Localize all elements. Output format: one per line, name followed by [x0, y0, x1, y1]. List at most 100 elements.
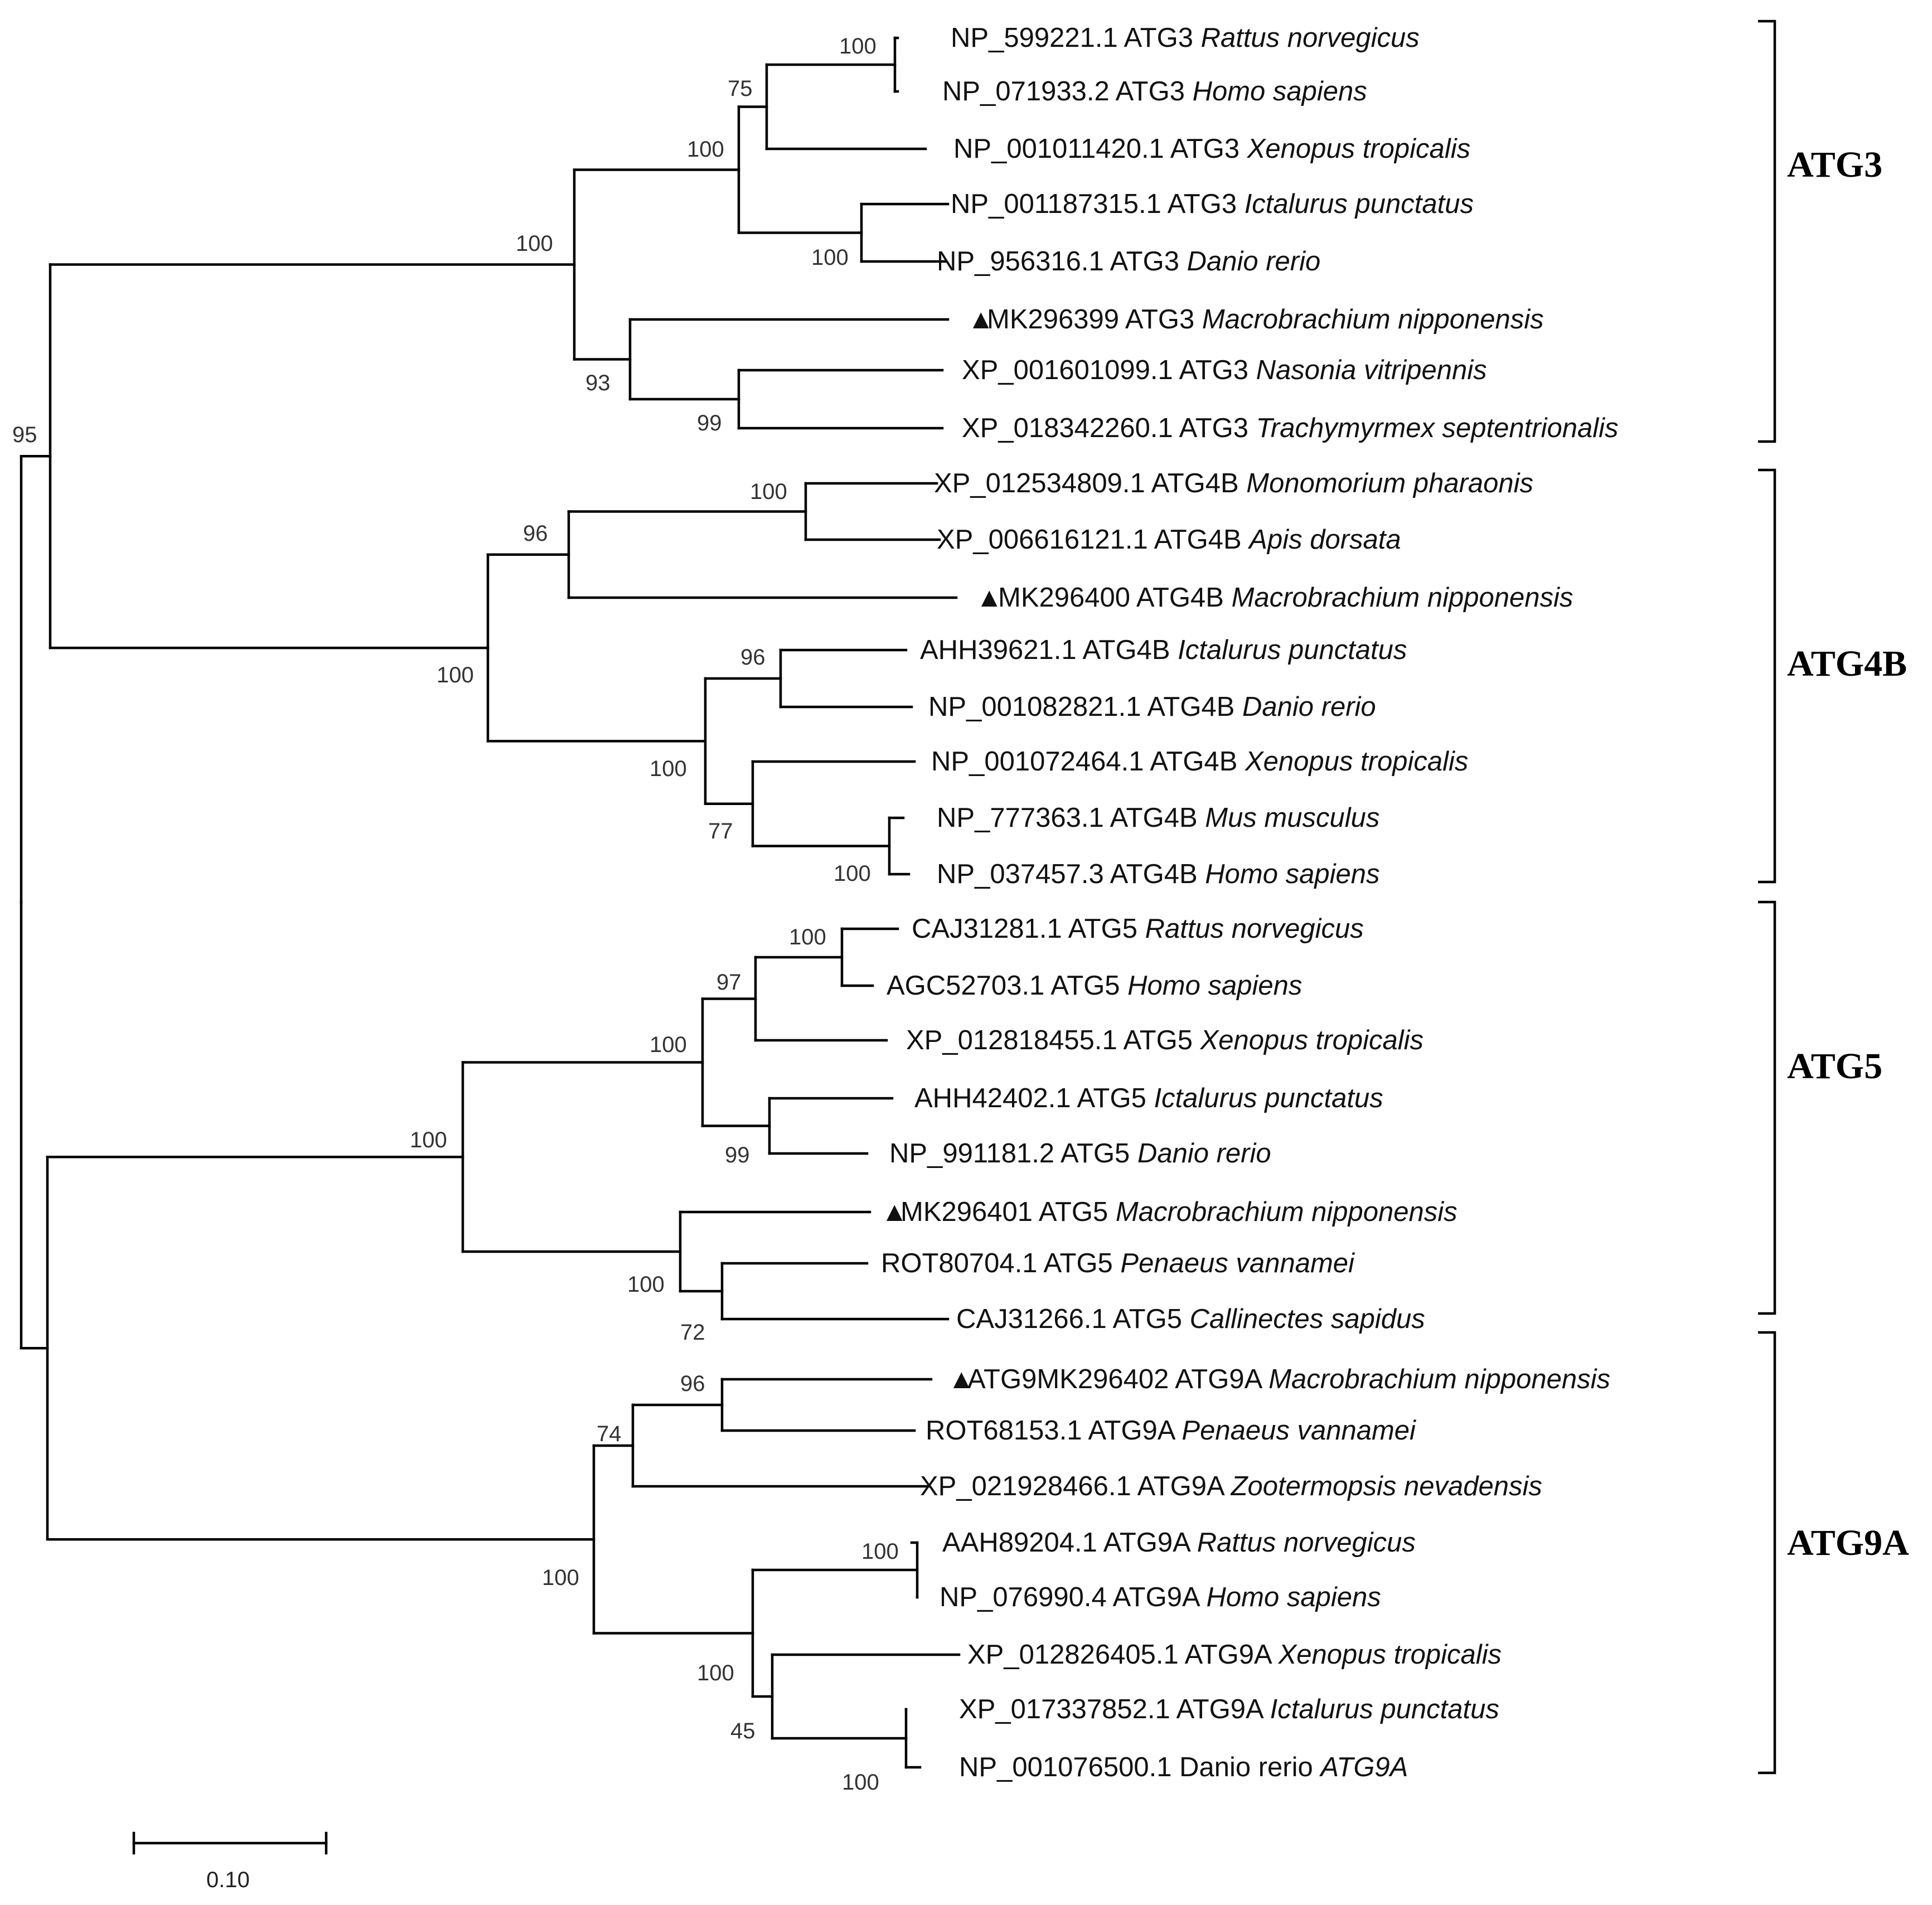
taxon-label: NP_071933.2 ATG3 Homo sapiens [942, 76, 1367, 106]
taxon-accession: XP_021928466.1 ATG9A [920, 1471, 1231, 1501]
taxon-species: Xenopus tropicalis [1247, 134, 1470, 164]
taxon-species: Homo sapiens [1193, 76, 1367, 106]
bootstrap-value: 100 [650, 757, 687, 781]
taxon-accession: NP_956316.1 ATG3 [937, 246, 1187, 277]
taxon-species: Danio rerio [1137, 1138, 1271, 1169]
taxon-label: NP_001076500.1 Danio rerio ATG9A [959, 1752, 1408, 1782]
bootstrap-value: 95 [12, 423, 37, 447]
taxon-species: Xenopus tropicalis [1278, 1640, 1502, 1670]
bootstrap-values: 1007510010010093999510096100961007710010… [12, 34, 899, 1795]
taxon-species: Homo sapiens [1207, 1582, 1381, 1612]
bootstrap-value: 96 [680, 1371, 705, 1396]
taxon-label: XP_017337852.1 ATG9A Ictalurus punctatus [959, 1694, 1499, 1724]
clade-bracket [1758, 1331, 1776, 1775]
taxon-species: Ictalurus punctatus [1245, 189, 1474, 219]
taxon-label: XP_012534809.1 ATG4B Monomorium pharaoni… [934, 468, 1533, 498]
taxon-accession: MK296399 ATG3 [987, 304, 1202, 335]
taxon-accession: MK296401 ATG5 [900, 1197, 1116, 1227]
taxon-accession: NP_599221.1 ATG3 [951, 23, 1201, 53]
taxon-label: NP_991181.2 ATG5 Danio rerio [889, 1138, 1271, 1169]
taxon-accession: XP_012534809.1 ATG4B [934, 468, 1246, 498]
bootstrap-value: 96 [740, 645, 766, 670]
bootstrap-value: 100 [687, 137, 724, 162]
taxon-accession: XP_012818455.1 ATG5 [906, 1025, 1200, 1055]
clade-label: ATG5 [1787, 1046, 1882, 1087]
bootstrap-value: 100 [410, 1128, 447, 1152]
taxon-labels: NP_599221.1 ATG3 Rattus norvegicusNP_071… [881, 23, 1619, 1782]
scale-bar: 0.10 [132, 1831, 328, 1892]
taxon-species: Rattus norvegicus [1145, 914, 1364, 944]
taxon-label: AAH89204.1 ATG9A Rattus norvegicus [942, 1528, 1416, 1558]
marker-triangle-icon: ▲ [976, 583, 1003, 613]
taxon-species: Xenopus tropicalis [1245, 747, 1468, 777]
taxon-label: CAJ31266.1 ATG5 Callinectes sapidus [956, 1304, 1425, 1334]
taxon-accession: NP_001082821.1 ATG4B [928, 692, 1242, 722]
taxon-species: Rattus norvegicus [1197, 1528, 1416, 1558]
bootstrap-value: 74 [597, 1422, 622, 1446]
taxon-label: XP_021928466.1 ATG9A Zootermopsis nevade… [920, 1471, 1542, 1501]
taxon-label: MK296399 ATG3 Macrobrachium nipponensis [987, 304, 1544, 335]
bootstrap-value: 97 [716, 970, 742, 995]
bootstrap-value: 100 [842, 1770, 879, 1795]
bootstrap-value: 93 [585, 371, 611, 395]
taxon-species: Danio rerio [1187, 246, 1321, 277]
taxon-species: Rattus norvegicus [1201, 23, 1420, 53]
bootstrap-value: 100 [839, 34, 877, 59]
bootstrap-value: 96 [523, 521, 548, 546]
taxon-accession: ROT80704.1 ATG5 [881, 1248, 1120, 1278]
bootstrap-value: 72 [680, 1320, 705, 1345]
taxon-accession: CAJ31281.1 ATG5 [912, 914, 1145, 944]
bootstrap-value: 100 [811, 245, 849, 270]
taxon-accession: XP_001601099.1 ATG3 [962, 355, 1256, 385]
bootstrap-value: 100 [437, 663, 474, 687]
taxon-label: NP_037457.3 ATG4B Homo sapiens [937, 859, 1379, 889]
taxon-label: NP_599221.1 ATG3 Rattus norvegicus [951, 23, 1420, 53]
marker-triangle-icon: ▲ [881, 1197, 908, 1227]
taxon-gene: ATG9A [1319, 1752, 1408, 1782]
bootstrap-value: 100 [650, 1033, 687, 1057]
taxon-accession: XP_006616121.1 ATG4B [937, 525, 1249, 555]
taxon-species: Ictalurus punctatus [1270, 1694, 1499, 1724]
bootstrap-value: 99 [725, 1143, 750, 1167]
taxon-accession: NP_037457.3 ATG4B [937, 859, 1205, 889]
taxon-accession: NP_991181.2 ATG5 [889, 1138, 1137, 1169]
taxon-species: Xenopus tropicalis [1200, 1025, 1423, 1055]
taxon-species: Macrobrachium nipponensis [1232, 583, 1573, 613]
taxon-label: ATG9MK296402 ATG9A Macrobrachium nippone… [967, 1364, 1610, 1394]
clade-label: ATG9A [1787, 1523, 1909, 1563]
taxon-species: Nasonia vitripennis [1256, 355, 1487, 385]
clade-bracket [1758, 20, 1776, 443]
taxon-accession: NP_777363.1 ATG4B [937, 803, 1205, 833]
bootstrap-value: 100 [789, 925, 826, 949]
taxon-species: Trachymyrmex septentrionalis [1256, 413, 1619, 443]
bootstrap-value: 100 [697, 1661, 734, 1685]
taxon-label: NP_076990.4 ATG9A Homo sapiens [940, 1582, 1381, 1612]
taxon-accession: XP_012826405.1 ATG9A [967, 1640, 1279, 1670]
taxon-accession: NP_076990.4 ATG9A [940, 1582, 1207, 1612]
taxon-accession: NP_001011420.1 ATG3 [953, 134, 1247, 164]
taxon-accession: AAH89204.1 ATG9A [942, 1528, 1197, 1558]
taxon-species: Macrobrachium nipponensis [1116, 1197, 1458, 1227]
taxon-label: NP_001082821.1 ATG4B Danio rerio [928, 692, 1376, 722]
taxon-species: Penaeus vannamei [1120, 1248, 1355, 1278]
taxon-label: XP_012818455.1 ATG5 Xenopus tropicalis [906, 1025, 1423, 1055]
taxon-label: AHH42402.1 ATG5 Ictalurus punctatus [914, 1083, 1383, 1113]
clade-bracket [1758, 468, 1776, 884]
taxon-accession: ROT68153.1 ATG9A [926, 1416, 1182, 1446]
tree-branches [20, 36, 961, 1769]
taxon-label: NP_001187315.1 ATG3 Ictalurus punctatus [951, 189, 1474, 219]
taxon-label: ROT80704.1 ATG5 Penaeus vannamei [881, 1248, 1355, 1278]
taxon-species: Mus musculus [1205, 803, 1379, 833]
taxon-accession: AHH42402.1 ATG5 [914, 1083, 1154, 1113]
taxon-accession: ATG9MK296402 ATG9A [967, 1364, 1268, 1394]
bootstrap-value: 100 [542, 1565, 579, 1590]
taxon-species: Ictalurus punctatus [1178, 635, 1407, 665]
taxon-label: AHH39621.1 ATG4B Ictalurus punctatus [920, 635, 1407, 665]
taxon-accession: NP_001072464.1 ATG4B [931, 747, 1245, 777]
marker-triangle-icon: ▲ [948, 1364, 975, 1394]
scale-bar-label: 0.10 [206, 1868, 250, 1892]
bootstrap-value: 100 [861, 1539, 899, 1564]
marker-triangle-icon: ▲ [967, 304, 995, 335]
taxon-species: Macrobrachium nipponensis [1268, 1364, 1610, 1394]
